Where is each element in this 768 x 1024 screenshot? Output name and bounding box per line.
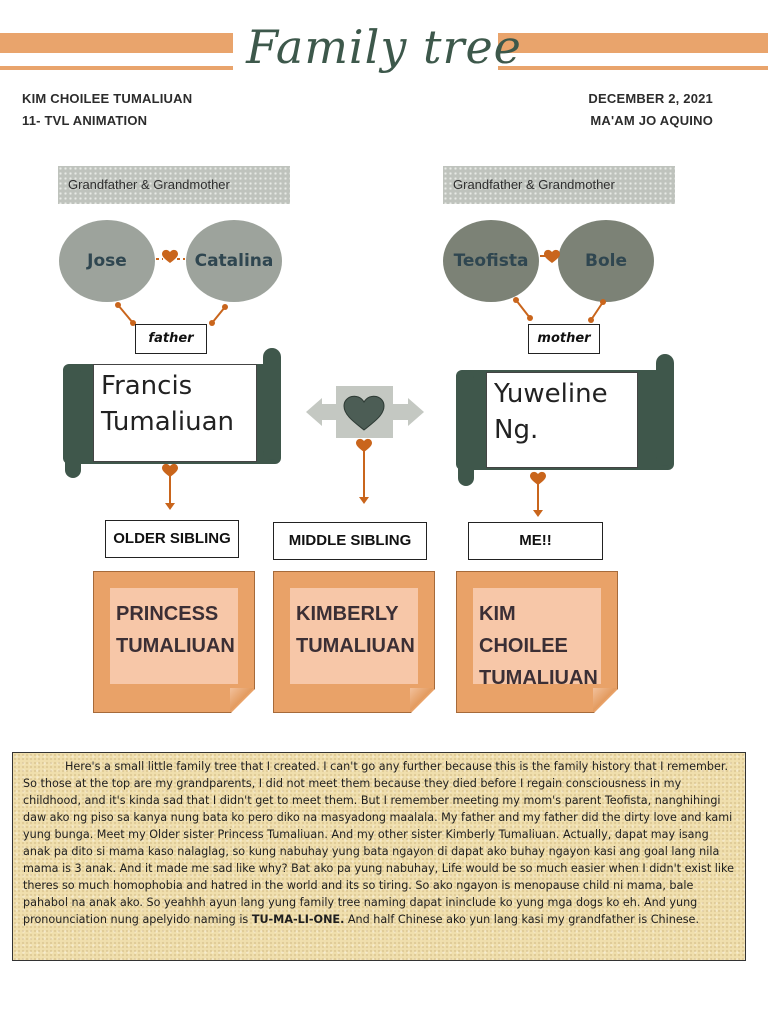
student-info: KIM CHOILEE TUMALIUAN 11- TVL ANIMATION [22,88,192,132]
scroll-roll-right [263,348,281,460]
sibling-card-kimberly: KIMBERLY TUMALIUAN [273,571,435,713]
scroll-roll-right [656,354,674,466]
header-band-left [0,33,233,53]
sibling-surname: TUMALIUAN [479,667,598,689]
scroll-roll-left [65,364,81,478]
grandfather-jose: Jose [59,220,155,302]
sibling-name: KIMBERLY [296,603,399,625]
sibling-name: PRINCESS [116,603,219,625]
me-label: ME!! [468,522,603,560]
grandmother-bole: Bole [558,220,654,302]
scroll-paper [486,372,638,468]
header-line-left [0,66,233,70]
father-scroll: Francis Tumaliuan [63,348,283,478]
mother-name: Yuweline Ng. [494,379,608,445]
mother-scroll: Yuweline Ng. [456,354,676,488]
father-label: father [135,324,207,354]
student-section: 11- TVL ANIMATION [22,113,148,128]
mother-label: mother [528,324,600,354]
sibling-surname: TUMALIUAN [116,635,235,657]
middle-sibling-label: MIDDLE SIBLING [273,522,427,560]
sibling-card-kim-choilee: KIM CHOILEE TUMALIUAN [456,571,618,713]
sibling-name: KIM CHOILEE [479,603,568,657]
scroll-paper [93,364,257,462]
father-name: Francis Tumaliuan [101,371,235,437]
surname-pronunciation: TU-MA-LI-ONE. [251,913,345,926]
date-info: DECEMBER 2, 2021 MA'AM JO AQUINO [588,88,713,132]
teacher: MA'AM JO AQUINO [590,113,713,128]
header-line-right [498,66,768,70]
sibling-card-princess: PRINCESS TUMALIUAN [93,571,255,713]
grandmother-catalina: Catalina [186,220,282,302]
sibling-surname: TUMALIUAN [296,635,415,657]
connectors [115,249,606,517]
scroll-roll-left [458,370,474,486]
maternal-grandparents-label: Grandfather & Grandmother [443,166,675,204]
story-box: Here's a small little family tree that I… [12,752,746,961]
header-band-right [498,33,768,53]
grandfather-teofista: Teofista [443,220,539,302]
paternal-grandparents-label: Grandfather & Grandmother [58,166,290,204]
page-title: Family tree [246,20,522,74]
student-name: KIM CHOILEE TUMALIUAN [22,91,193,106]
story-paragraph: Here's a small little family tree that I… [23,760,734,926]
date: DECEMBER 2, 2021 [588,91,713,106]
older-sibling-label: OLDER SIBLING [105,520,239,558]
